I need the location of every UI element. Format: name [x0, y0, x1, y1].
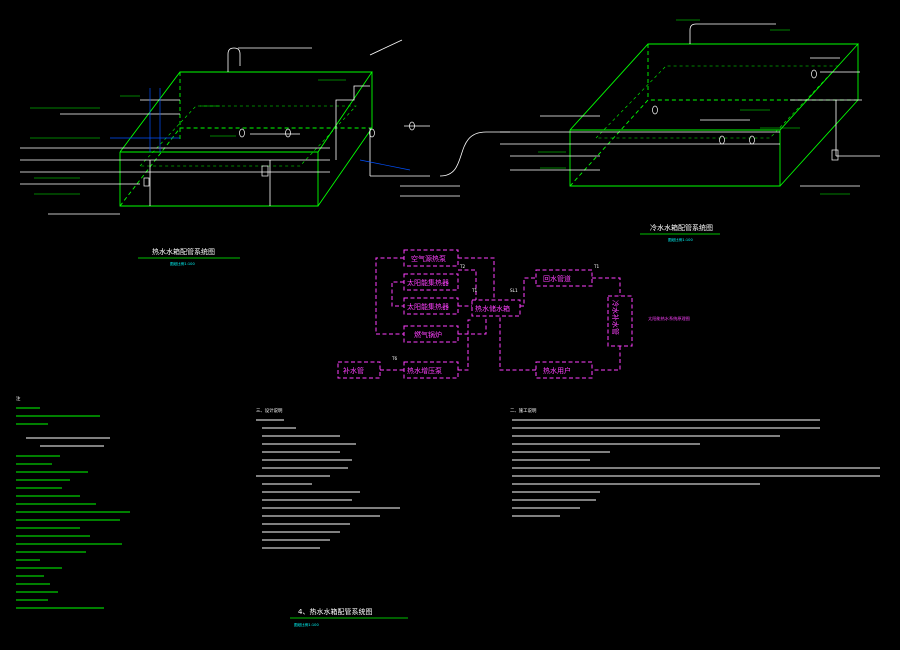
flow-node-box — [403, 249, 459, 267]
flow-node-solar-1: 太阳能集热器 — [407, 278, 449, 287]
flow-node-box — [403, 297, 459, 315]
flow-tag: T2 — [459, 264, 466, 269]
flow-node-air-source: 空气源热泵 — [411, 254, 446, 263]
flow-node-pump: 热水增压泵 — [407, 366, 442, 375]
right-tank-title: 冷水水箱配管系统图 — [650, 223, 713, 232]
flow-node-box — [535, 361, 593, 379]
flow-tag: T1 — [471, 288, 478, 293]
notes-right-heading: 二、施工说明 — [510, 407, 537, 414]
left-tank-dimensions — [110, 88, 411, 171]
flow-node-box — [403, 361, 459, 379]
notes-right-lines — [512, 419, 880, 517]
right-tank-subtitle: 图纸比例1:100 — [668, 237, 693, 242]
right-tank-labels — [538, 19, 850, 195]
flow-tag: T1 — [593, 264, 600, 269]
right-tank-system — [569, 43, 860, 187]
flow-tag: T6 — [391, 356, 398, 361]
notes-mid-title: 4、热水水箱配管系统图 — [298, 607, 372, 616]
left-tank-pipes — [20, 39, 510, 215]
flow-node-boiler: 燃气锅炉 — [414, 330, 442, 339]
left-tank-labels — [30, 79, 346, 195]
flow-diagram — [375, 257, 621, 371]
notes-mid-heading: 三、设计说明 — [256, 407, 283, 414]
flow-side-label: 太阳能热水系统原理图 — [648, 315, 690, 322]
flow-node-return: 回水管道 — [543, 274, 571, 283]
notes-mid: 三、设计说明 — [256, 407, 283, 414]
notes-right: 二、施工说明 — [510, 407, 537, 414]
flow-tag: SL1 — [510, 288, 518, 293]
flow-node-storage: 热水储水箱 — [475, 304, 510, 313]
notes-mid-subtitle: 图纸比例1:100 — [294, 622, 319, 627]
flow-tags: T2 T1 SL1 T1 T6 — [391, 264, 600, 361]
left-tank-fittings — [143, 121, 415, 187]
left-tank-system — [119, 71, 373, 207]
flow-node-box — [535, 269, 593, 287]
notes-left-lines — [16, 407, 130, 609]
right-tank-fittings — [652, 69, 839, 161]
notes-left-heading: 注 — [16, 395, 21, 402]
flow-node-box — [337, 361, 381, 379]
flow-node-box — [403, 273, 459, 291]
notes-mid-lines — [256, 419, 400, 549]
left-tank-subtitle: 图纸比例1:100 — [170, 261, 195, 266]
flow-node-labels: 空气源热泵 太阳能集热器 太阳能集热器 燃气锅炉 热水储水箱 回水管道 热水用户… — [343, 254, 620, 375]
flow-node-box — [607, 295, 633, 347]
notes-left: 注 — [16, 395, 21, 402]
flow-node-cold-makeup: 冷水补水管 — [611, 300, 620, 335]
right-tank-pipes — [500, 23, 880, 187]
flow-boxes — [337, 249, 633, 379]
flow-node-users: 热水用户 — [543, 366, 571, 375]
left-tank-title: 热水水箱配管系统图 — [152, 247, 215, 256]
flow-node-solar-2: 太阳能集热器 — [407, 302, 449, 311]
flow-node-makeup: 补水管 — [343, 366, 364, 375]
flow-node-box — [403, 325, 459, 343]
flow-node-box — [471, 299, 521, 317]
